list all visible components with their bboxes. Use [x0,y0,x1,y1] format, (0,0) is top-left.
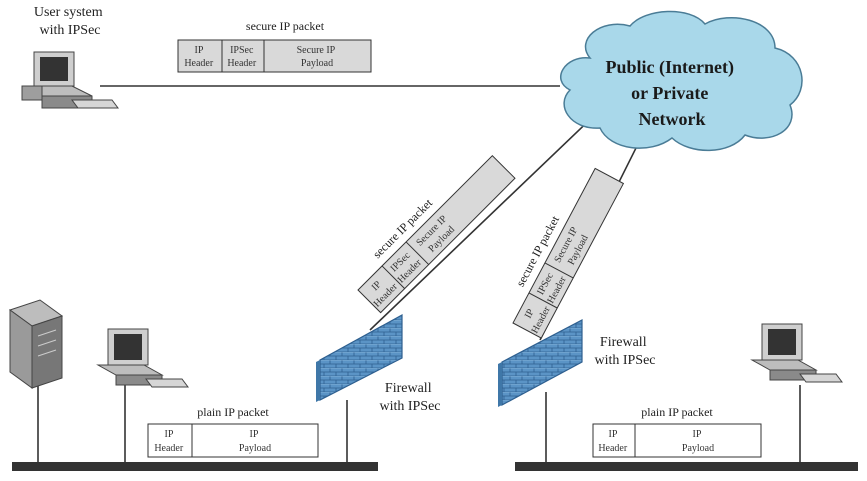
lan-bus-right [515,462,858,471]
lan-left-computer-icon [96,328,189,388]
user-system-label-line-1: User system [34,5,103,20]
svg-text:User system with IPSec: User system with IPSec [34,5,106,38]
user-system-label-line-2: with IPSec [39,23,100,38]
firewall-right-label-line-1: Firewall [600,335,647,350]
svg-text:IP Header IPSec: IP Header IPSec Header Secure IP Payload [184,45,337,69]
plain-packet-right: plain IP packet IP Header IP Payload [592,405,762,458]
server-icon [8,299,64,389]
plain-packet-left-title: plain IP packet [197,405,269,419]
cloud-label-line-2: or Private [631,83,708,103]
lan-right-computer-icon [750,323,843,383]
secure-packet-left: secure IP packet IP Header IPSec Header … [357,154,516,314]
firewall-left-icon [316,313,403,402]
svg-text:Firewall with IPSec: Firewall with IPSec [594,335,655,368]
link-firewall-left-to-cloud [369,109,601,331]
secure-packet-right: secure IP packet IP Header IPSec Header … [512,167,625,339]
plain-packet-left: plain IP packet IP Header IP Payload [147,405,319,458]
secure-packet-top: secure IP packet IP Header IPSec Header … [177,19,372,73]
cloud-label-line-1: Public (Internet) [606,57,734,78]
cloud-label-line-3: Network [639,109,706,129]
firewall-right-label-line-2: with IPSec [594,353,655,368]
svg-text:Public (Internet) or Pri: Public (Internet) or Private Network [606,57,739,129]
user-system-computer-icon [21,51,119,109]
firewall-left-label-line-1: Firewall [385,381,432,396]
lan-drops [37,385,801,462]
firewall-left-label-line-2: with IPSec [379,399,440,414]
network-cloud: Public (Internet) or Private Network [560,10,803,152]
plain-packet-right-title: plain IP packet [641,405,713,419]
svg-text:IP Header IP: IP Header IP Payload [154,429,271,454]
lan-bus-left [12,462,378,471]
svg-text:IP Header IP: IP Header IP Payload [598,429,714,454]
firewall-right-icon [498,319,583,407]
svg-text:Firewall with IPSec: Firewall with IPSec [379,381,440,414]
secure-packet-top-title: secure IP packet [246,19,325,33]
